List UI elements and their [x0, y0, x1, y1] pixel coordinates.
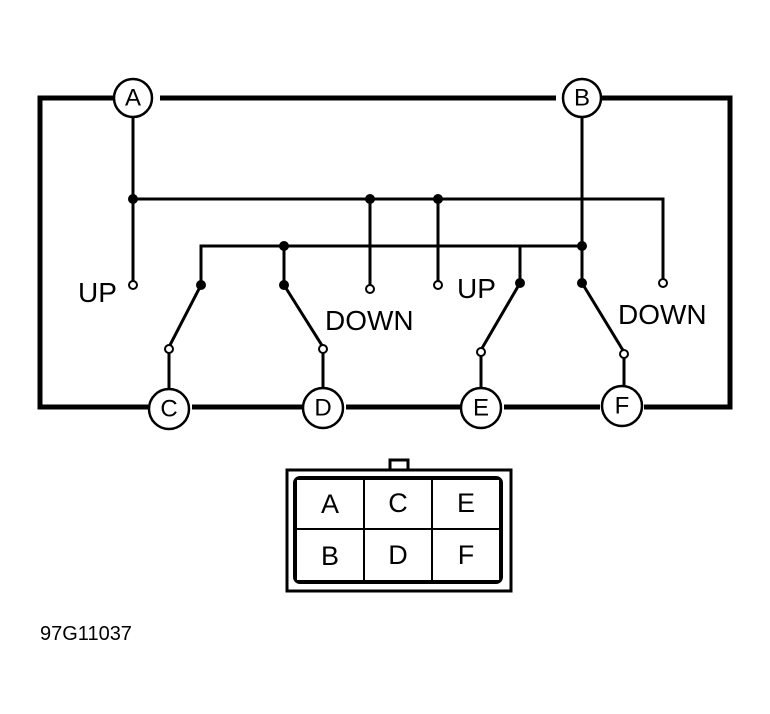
connector-cell-c: C: [388, 488, 408, 518]
svg-text:B: B: [574, 85, 590, 112]
switch-housing-frame: [37, 95, 733, 410]
left-down-label: DOWN: [325, 305, 414, 336]
connector-cell-a: A: [321, 489, 339, 519]
switch-blade-e: [478, 280, 523, 353]
connector-cell-d: D: [388, 540, 408, 570]
svg-text:F: F: [615, 393, 630, 420]
svg-text:A: A: [125, 85, 141, 112]
junction-dots: [128, 194, 587, 290]
terminal-c: C: [147, 387, 191, 431]
svg-text:D: D: [314, 395, 331, 422]
svg-text:E: E: [473, 395, 489, 422]
switch-blade-c: [166, 282, 204, 350]
right-up-label: UP: [457, 273, 496, 304]
connector-cell-f: F: [458, 540, 475, 570]
connector-face: A C E B D F: [285, 458, 513, 593]
connector-cell-e: E: [457, 488, 475, 518]
svg-text:C: C: [160, 396, 177, 423]
switch-blade-f: [579, 280, 627, 355]
terminal-a: A: [112, 77, 154, 119]
terminal-b: B: [561, 77, 603, 119]
terminal-f: F: [600, 384, 644, 428]
terminal-e: E: [459, 386, 503, 430]
figure-code: 97G11037: [40, 623, 132, 645]
right-down-label: DOWN: [618, 299, 707, 330]
open-contacts: [128, 278, 668, 359]
switch-blade-d: [281, 282, 326, 350]
terminal-d: D: [301, 386, 345, 430]
connector-cell-b: B: [321, 541, 339, 571]
left-up-label: UP: [78, 277, 117, 308]
internal-wiring: [131, 116, 665, 390]
